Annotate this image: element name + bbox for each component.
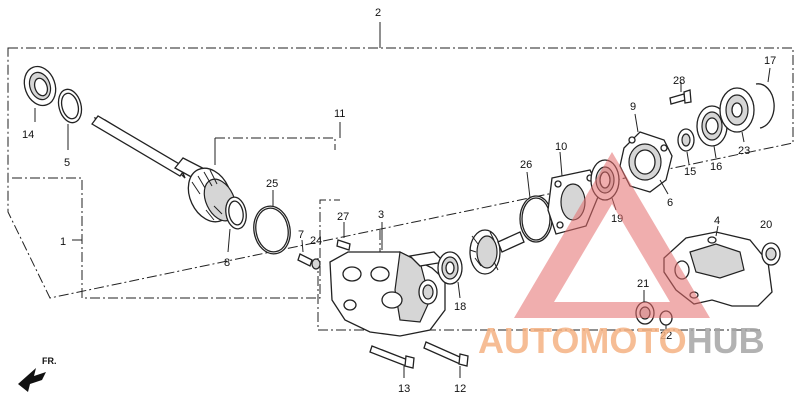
nut-15 — [677, 128, 695, 165]
callout-17: 17 — [764, 55, 776, 67]
callout-18: 18 — [454, 301, 466, 313]
callout-3: 3 — [378, 209, 384, 221]
bearing-18 — [437, 251, 463, 299]
callout-7: 7 — [298, 229, 304, 241]
callout-6: 6 — [667, 197, 673, 209]
callout-15: 15 — [684, 166, 696, 178]
callout-16: 16 — [710, 161, 722, 173]
ring-gear — [469, 229, 525, 275]
watermark: AUTOMOTOHUB — [478, 152, 765, 361]
watermark-text: AUTOMOTOHUB — [478, 320, 765, 361]
callout-9: 9 — [630, 101, 636, 113]
callout-26: 26 — [520, 159, 532, 171]
watermark-triangle — [514, 152, 710, 318]
callout-13: 13 — [398, 383, 410, 395]
dowel-pin-27 — [336, 222, 351, 251]
callout-11: 11 — [334, 108, 345, 120]
callout-25: 25 — [266, 178, 278, 190]
shim-8 — [225, 196, 247, 253]
callout-24: 24 — [310, 235, 322, 247]
callout-20: 20 — [760, 219, 772, 231]
front-direction-arrow: FR. — [18, 356, 57, 392]
o-ring-26 — [519, 171, 553, 243]
bearing-holder-9 — [619, 113, 673, 195]
callout-2: 2 — [375, 7, 381, 19]
callout-28: 28 — [673, 75, 685, 87]
callout-4: 4 — [714, 215, 720, 227]
bolt-12 — [423, 341, 469, 378]
front-direction-label: FR. — [42, 356, 57, 366]
callout-21: 21 — [637, 278, 649, 290]
callout-10: 10 — [555, 141, 567, 153]
circlip-17 — [755, 67, 775, 129]
callouts: 2 14 5 11 25 8 1 7 24 27 3 18 26 10 19 9… — [22, 7, 776, 395]
callout-23: 23 — [738, 145, 750, 157]
assembly-outline — [7, 22, 794, 331]
callout-5: 5 — [64, 157, 70, 169]
oil-seal-14 — [23, 65, 57, 122]
callout-12: 12 — [454, 383, 466, 395]
callout-8: 8 — [224, 257, 230, 269]
callout-22: 22 — [660, 330, 672, 342]
callout-1: 1 — [60, 236, 66, 248]
bolt-28 — [669, 82, 692, 105]
callout-14: 14 — [22, 129, 34, 141]
o-ring-25 — [253, 190, 291, 255]
stud-7 — [297, 239, 321, 270]
pinion-shaft — [91, 115, 237, 223]
bearing-16 — [696, 105, 728, 159]
seal-20 — [761, 242, 781, 266]
gear-case-3 — [329, 222, 446, 337]
shim-5 — [57, 88, 83, 150]
oil-seal-23 — [719, 87, 755, 143]
bolt-13 — [369, 345, 415, 378]
callout-27: 27 — [337, 211, 349, 223]
